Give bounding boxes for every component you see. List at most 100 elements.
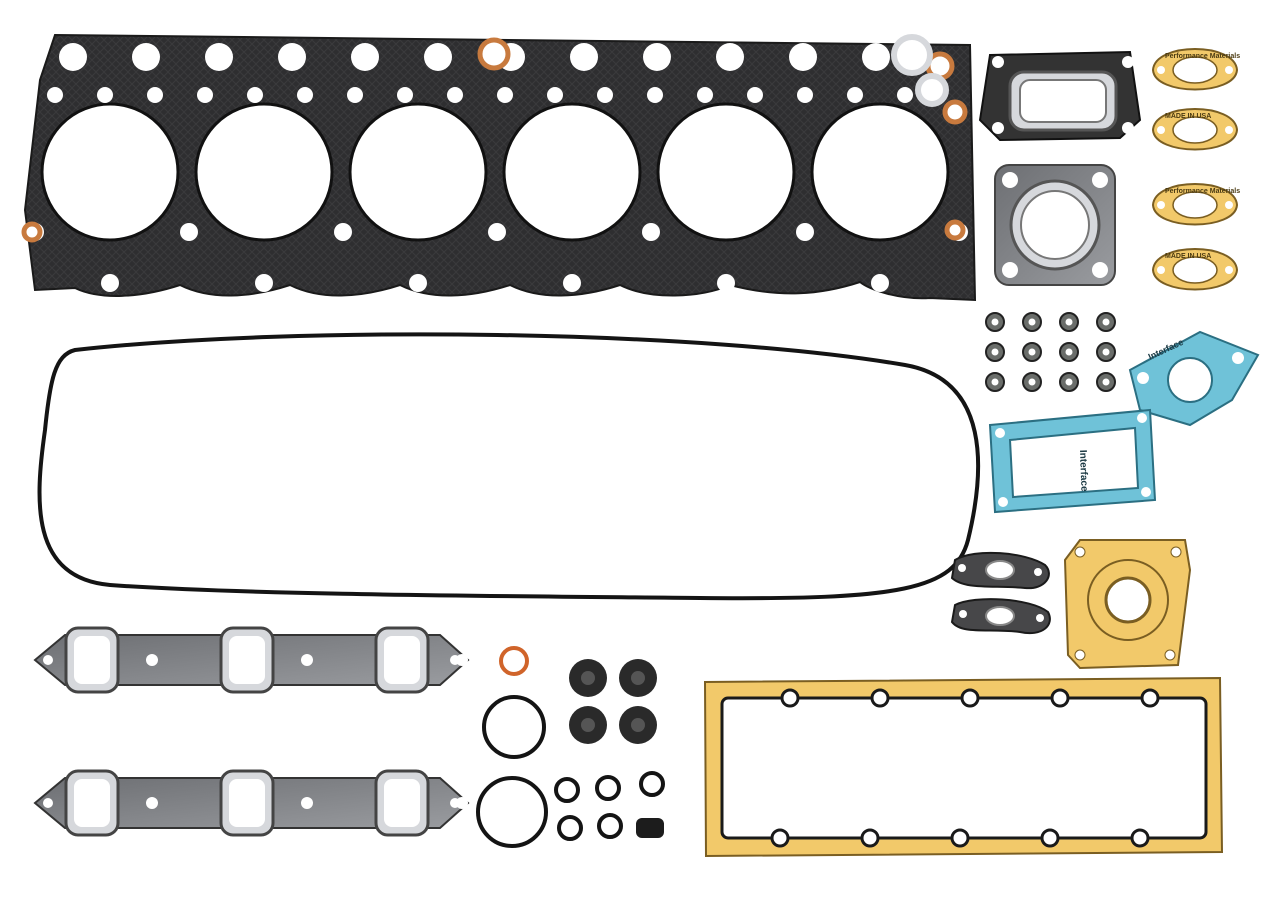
cover-bolt-notch: [960, 688, 980, 708]
small-o-ring: [595, 775, 621, 801]
turbo-flange-gasket-lower: [994, 164, 1116, 286]
head-bolt-hole: [643, 43, 671, 71]
water-jacket-hole: [897, 87, 913, 103]
manifold-bolt-hole: [146, 797, 158, 809]
coolant-hole: [180, 223, 198, 241]
copper-fire-ring: [21, 221, 43, 243]
water-jacket-hole: [597, 87, 613, 103]
manifold-bolt-hole: [146, 654, 158, 666]
gasket-imprint-line: MADE IN USA: [1165, 113, 1211, 120]
gasket-imprint-line: Performance Materials: [1165, 188, 1240, 195]
steel-ring: [915, 73, 949, 107]
cylinder-bore-2: [194, 102, 334, 242]
exhaust-manifold-gasket-1: [33, 626, 470, 694]
water-jacket-hole: [797, 87, 813, 103]
head-bolt-hole-lower: [101, 274, 119, 292]
water-jacket-hole: [397, 87, 413, 103]
side-cover-gasket: [703, 676, 1224, 858]
small-seals: [476, 646, 548, 848]
water-jacket-hole: [747, 87, 763, 103]
water-jacket-hole: [497, 87, 513, 103]
valve-stem-seals: [985, 312, 1116, 392]
small-o-ring: [639, 771, 665, 797]
oil-line-gasket-upper: [950, 551, 1050, 590]
small-o-ring: [597, 813, 623, 839]
head-bolt-hole: [424, 43, 452, 71]
water-jacket-hole: [347, 87, 363, 103]
head-bolt-hole-lower: [871, 274, 889, 292]
cover-bolt-notch: [860, 828, 880, 848]
cover-bolt-notch: [780, 688, 800, 708]
coolant-hole: [334, 223, 352, 241]
oil-cooler-gasket: [1063, 539, 1192, 670]
head-bolt-hole-lower: [255, 274, 273, 292]
head-bolt-hole: [278, 43, 306, 71]
gasket-imprint-line: MADE IN USA: [1165, 253, 1211, 260]
coolant-hole: [488, 223, 506, 241]
copper-fire-ring: [477, 37, 511, 71]
small-o-ring: [554, 777, 580, 803]
exhaust-manifold-gaskets: [33, 626, 470, 837]
head-bolt-hole: [862, 43, 890, 71]
yellow-fiber-gasket-1: Performance Materials: [1151, 48, 1240, 91]
copper-washer: [499, 646, 529, 676]
head-bolt-hole: [132, 43, 160, 71]
cylinder-bore-4: [502, 102, 642, 242]
cylinder-bore-1: [40, 102, 180, 242]
head-bolt-hole: [570, 43, 598, 71]
head-bolt-hole: [59, 43, 87, 71]
head-bolt-hole: [351, 43, 379, 71]
water-jacket-hole: [697, 87, 713, 103]
small-o-ring: [557, 815, 583, 841]
blue-fiber-gasket-rect: Interface: [988, 408, 1157, 514]
water-jacket-hole: [147, 87, 163, 103]
cylinder-bore-5: [656, 102, 796, 242]
head-bolt-hole: [716, 43, 744, 71]
exhaust-manifold-gasket-2: [33, 769, 470, 837]
head-bolt-hole: [789, 43, 817, 71]
water-jacket-hole: [297, 87, 313, 103]
o-ring-medium-upper: [482, 695, 546, 759]
rubber-plug: [636, 818, 664, 838]
cylinder-bore-6: [810, 102, 950, 242]
water-jacket-hole: [647, 87, 663, 103]
cover-bolt-notch: [870, 688, 890, 708]
head-bolt-hole-lower: [409, 274, 427, 292]
rocker-cover-seal-ring: [37, 332, 981, 601]
manifold-bolt-hole: [301, 654, 313, 666]
cylinder-bore-3: [348, 102, 488, 242]
cover-bolt-notch: [770, 828, 790, 848]
o-ring-medium-lower: [476, 776, 548, 848]
small-o-rings: [554, 771, 665, 841]
oil-line-gasket-lower: [950, 598, 1051, 635]
cover-bolt-notch: [1040, 828, 1060, 848]
head-bolt-hole-lower: [717, 274, 735, 292]
cylinder-head-gasket: [21, 33, 1043, 302]
coolant-hole: [642, 223, 660, 241]
water-jacket-hole: [97, 87, 113, 103]
water-jacket-hole: [247, 87, 263, 103]
yellow-fiber-gasket-2: MADE IN USA: [1151, 108, 1239, 151]
cover-bolt-notch: [1050, 688, 1070, 708]
copper-fire-ring: [944, 219, 966, 241]
steel-ring: [891, 34, 933, 76]
turbo-flange-gasket-upper: [978, 50, 1142, 142]
manifold-bolt-hole: [301, 797, 313, 809]
gasket-imprint-line: Performance Materials: [1165, 53, 1240, 60]
cover-bolt-notch: [950, 828, 970, 848]
cover-bolt-notch: [1140, 688, 1160, 708]
water-jacket-hole: [447, 87, 463, 103]
yellow-fiber-gasket-3: Performance Materials: [1151, 183, 1240, 226]
head-bolt-hole-lower: [563, 274, 581, 292]
cover-bolt-notch: [1130, 828, 1150, 848]
water-jacket-hole: [47, 87, 63, 103]
coolant-hole: [796, 223, 814, 241]
rubber-grommets: [569, 659, 657, 744]
yellow-fiber-gasket-4: MADE IN USA: [1151, 248, 1239, 291]
water-jacket-hole: [547, 87, 563, 103]
water-jacket-hole: [847, 87, 863, 103]
water-jacket-hole: [197, 87, 213, 103]
head-bolt-hole: [205, 43, 233, 71]
